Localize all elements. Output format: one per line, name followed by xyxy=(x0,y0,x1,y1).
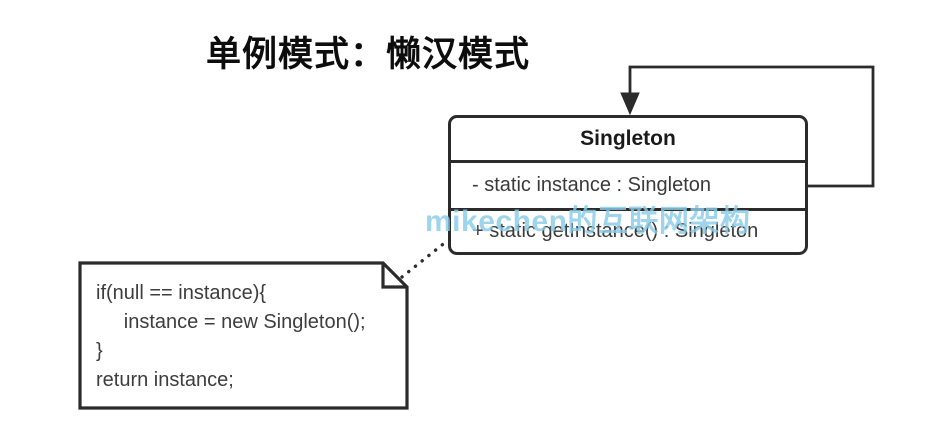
note-code-block: if(null == instance){ instance = new Sin… xyxy=(96,279,396,395)
note-code-line: instance = new Singleton(); xyxy=(96,311,366,333)
note-anchor-dotted-line xyxy=(400,239,449,279)
note-code-line: if(null == instance){ xyxy=(96,282,267,304)
arrowhead-icon xyxy=(620,92,640,116)
class-method: + static getInstance() : Singleton xyxy=(472,220,759,242)
uml-class-box-singleton: Singleton - static instance : Singleton … xyxy=(448,115,808,255)
note-code-line: } xyxy=(96,340,103,362)
watermark-text: mikechen的互联网架构 xyxy=(425,205,751,238)
class-name-compartment: Singleton xyxy=(451,118,805,163)
note-fold-icon xyxy=(381,263,407,289)
note-code-line: return instance; xyxy=(96,369,234,391)
page-title: 单例模式：懒汉模式 xyxy=(206,35,531,74)
class-attribute: - static instance : Singleton xyxy=(472,174,712,196)
class-attribute-compartment: - static instance : Singleton xyxy=(451,163,805,211)
self-association-connector xyxy=(628,65,875,188)
class-method-compartment: + static getInstance() : Singleton xyxy=(451,211,805,252)
class-name: Singleton xyxy=(580,127,676,150)
note-shape xyxy=(78,261,409,410)
